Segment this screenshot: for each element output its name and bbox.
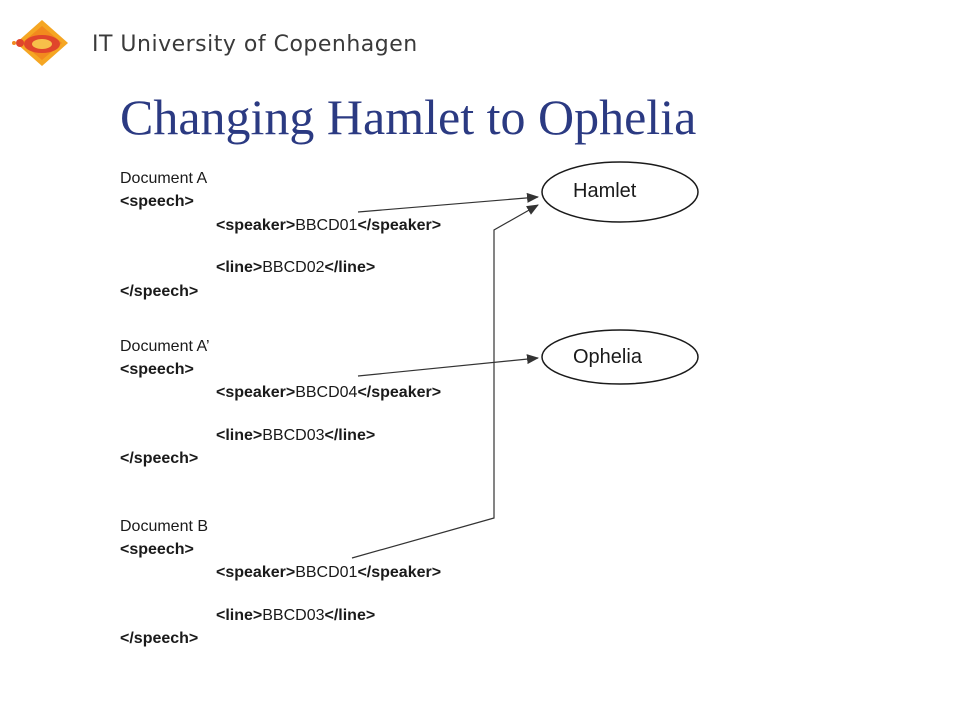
speaker-close-tag: </speaker> <box>357 217 442 234</box>
line-close-tag: </line> <box>324 607 376 624</box>
speech-open-tag: <speech> <box>120 193 194 210</box>
line-open-tag: <line> <box>216 427 263 444</box>
speaker-open-tag: <speaker> <box>216 217 296 234</box>
speaker-element: <speaker>BBCD04</speaker> <box>216 384 441 402</box>
speaker-element: <speaker>BBCD01</speaker> <box>216 217 441 235</box>
speech-close-tag: </speech> <box>120 283 199 300</box>
speaker-element: <speaker>BBCD01</speaker> <box>216 564 441 582</box>
speech-open-tag: <speech> <box>120 541 194 558</box>
speaker-open-tag: <speaker> <box>216 564 296 581</box>
line-close-tag: </line> <box>324 259 376 276</box>
line-value: BBCD02 <box>262 259 325 276</box>
document-label: Document A <box>120 170 208 187</box>
ophelia-node-ellipse <box>541 329 699 385</box>
line-element: <line>BBCD03</line> <box>216 607 375 625</box>
header: IT University of Copenhagen <box>12 18 432 68</box>
hamlet-node-label: Hamlet <box>573 180 637 202</box>
line-element: <line>BBCD03</line> <box>216 427 375 445</box>
arrow-doc-b-to-hamlet <box>351 204 539 559</box>
speaker-close-tag: </speaker> <box>357 384 442 401</box>
arrow-doc-a-prime-to-ophelia <box>357 354 539 377</box>
line-value: BBCD03 <box>262 607 325 624</box>
speech-close-tag: </speech> <box>120 630 199 647</box>
slide-title: Changing Hamlet to Ophelia <box>120 89 697 145</box>
document-label: Document B <box>120 518 209 535</box>
speaker-value: BBCD04 <box>295 384 358 401</box>
document-label: Document A’ <box>120 338 210 355</box>
speaker-close-tag: </speaker> <box>357 564 442 581</box>
speaker-value: BBCD01 <box>295 217 358 234</box>
ophelia-node-label: Ophelia <box>573 346 642 368</box>
line-value: BBCD03 <box>262 427 325 444</box>
speech-close-tag: </speech> <box>120 450 199 467</box>
line-open-tag: <line> <box>216 259 263 276</box>
institution-name: IT University of Copenhagen <box>92 32 418 57</box>
speech-open-tag: <speech> <box>120 361 194 378</box>
speaker-value: BBCD01 <box>295 564 358 581</box>
arrow-doc-a-to-hamlet <box>357 192 539 213</box>
line-element: <line>BBCD02</line> <box>216 259 375 277</box>
itu-logo-icon <box>12 20 68 66</box>
line-open-tag: <line> <box>216 607 263 624</box>
speaker-open-tag: <speaker> <box>216 384 296 401</box>
hamlet-node-ellipse <box>541 161 699 223</box>
line-close-tag: </line> <box>324 427 376 444</box>
